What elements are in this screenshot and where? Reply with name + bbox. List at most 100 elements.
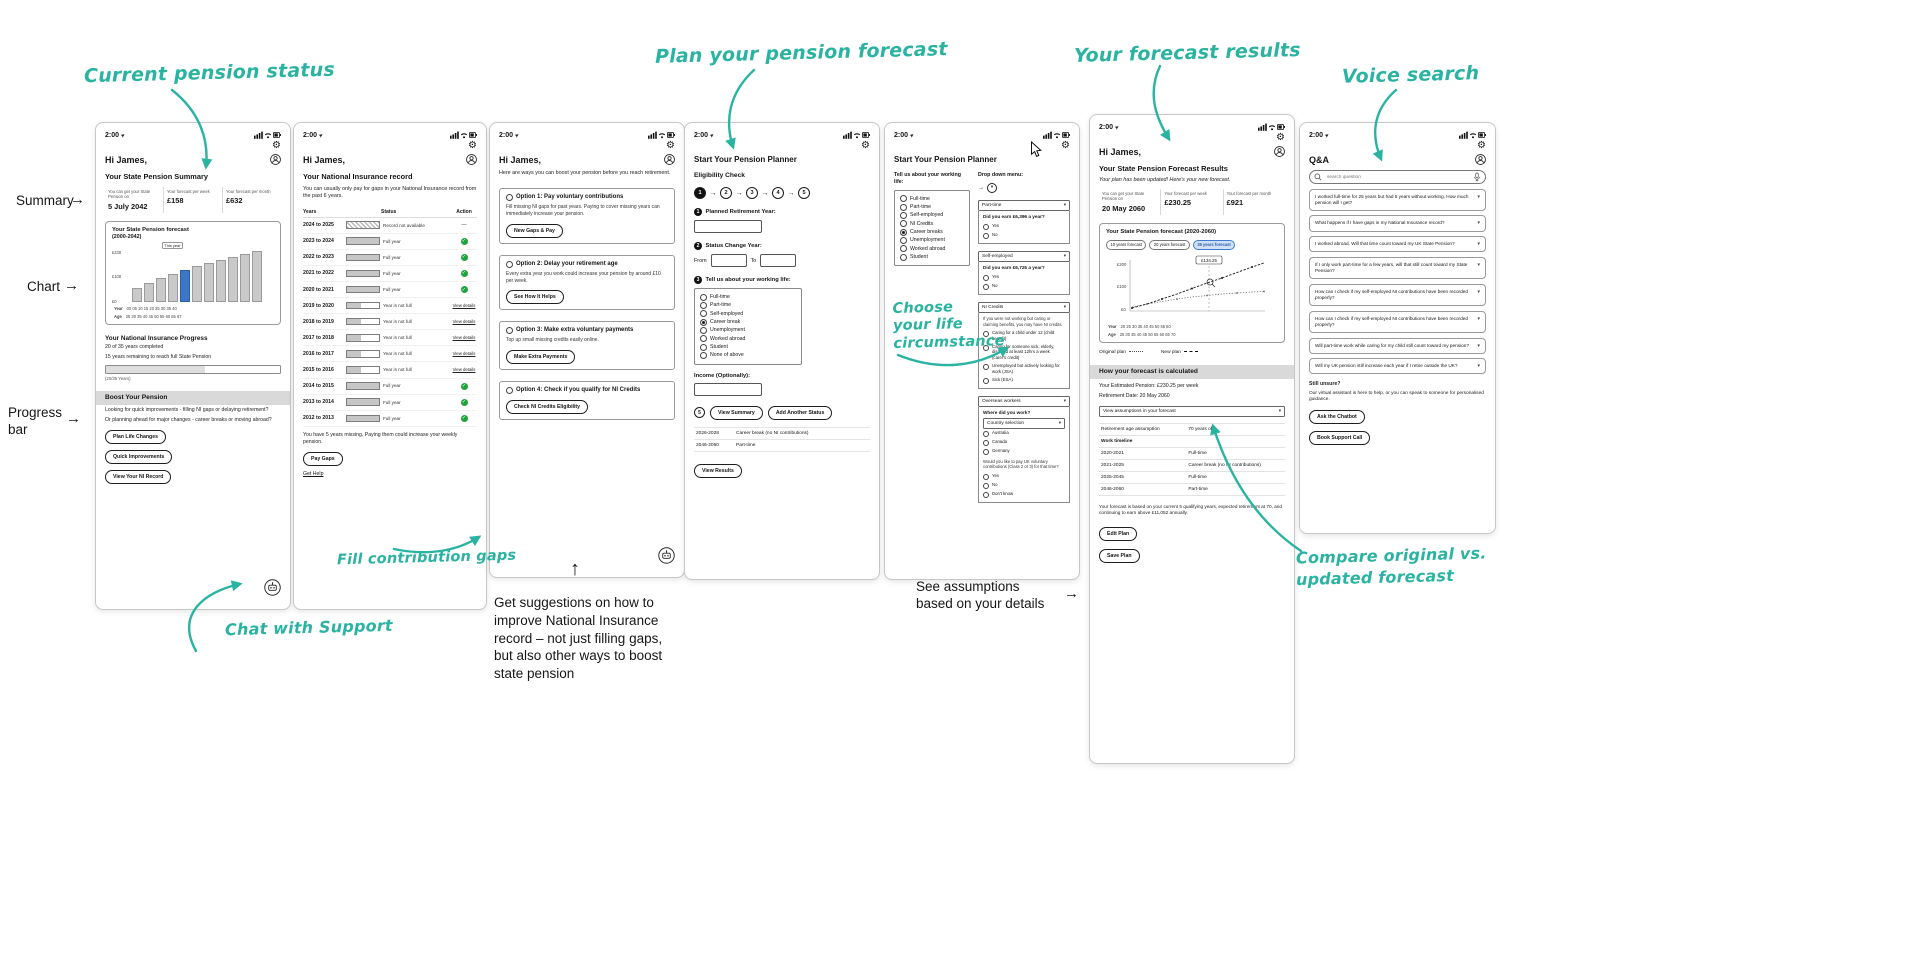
settings-gear-icon[interactable]: ⚙ xyxy=(1061,140,1070,151)
ask-chatbot-button[interactable]: Ask the Chatbot xyxy=(1309,409,1365,424)
radio-yes[interactable]: Yes xyxy=(983,273,1065,282)
radio-no[interactable]: No xyxy=(983,282,1065,291)
chip-35-years[interactable]: 35 years forecast xyxy=(1192,239,1236,250)
view-ni-record-button[interactable]: View Your NI Record xyxy=(105,469,172,484)
settings-gear-icon[interactable]: ⚙ xyxy=(1477,140,1486,151)
radio-yes[interactable]: Yes xyxy=(983,472,1065,481)
radio-worked-abroad[interactable]: Worked abroad xyxy=(700,335,796,343)
view-summary-button[interactable]: View Summary xyxy=(710,405,763,420)
check-ni-credits-button[interactable]: Check NI Credits Eligibility xyxy=(506,400,589,415)
quick-improvements-button[interactable]: Quick Improvements xyxy=(105,449,173,464)
greeting: Hi James, xyxy=(499,155,542,165)
radio-ni-credits[interactable]: NI Credits xyxy=(900,220,964,228)
question-card[interactable]: What happens if I have gaps in my Nation… xyxy=(1309,215,1486,232)
account-icon[interactable] xyxy=(1475,154,1486,165)
option-radio[interactable] xyxy=(506,194,513,202)
radio-part-time[interactable]: Part-time xyxy=(700,301,796,309)
radio-self-employed[interactable]: Self-employed xyxy=(700,310,796,318)
settings-gear-icon[interactable]: ⚙ xyxy=(272,140,281,151)
radio-esa[interactable]: Sick (ESA) xyxy=(983,376,1065,385)
radio-unemployment[interactable]: Unemployment xyxy=(700,326,796,334)
option-card-3: Option 3: Make extra voluntary payments … xyxy=(499,321,675,371)
radio-child-benefit[interactable]: Caring for a child under 12 (child benef… xyxy=(983,329,1065,343)
self-employed-select[interactable]: Self-employed▾ xyxy=(978,250,1070,262)
account-icon[interactable] xyxy=(270,154,281,165)
boost-paragraph-2: Or planning ahead for major changes - ca… xyxy=(105,416,272,423)
country-select[interactable]: Country selection▾ xyxy=(983,417,1065,429)
radio-country-australia[interactable]: Australia xyxy=(983,429,1065,438)
radio-student[interactable]: Student xyxy=(700,343,796,351)
retirement-year-input[interactable] xyxy=(694,220,762,233)
get-help-link[interactable]: Get Help xyxy=(303,470,324,477)
radio-full-time[interactable]: Full-time xyxy=(900,195,964,203)
settings-gear-icon[interactable]: ⚙ xyxy=(1276,132,1285,143)
option-radio[interactable] xyxy=(506,327,513,335)
radio-jsa[interactable]: Unemployed but actively looking for work… xyxy=(983,362,1065,376)
save-plan-button[interactable]: Save Plan xyxy=(1099,548,1140,563)
radio-self-employed[interactable]: Self-employed xyxy=(900,211,964,220)
question-card[interactable]: Will part-time work while caring for my … xyxy=(1309,337,1486,354)
view-details-link[interactable]: View details xyxy=(452,366,476,372)
question-card[interactable]: I worked full-time for 25 years but had … xyxy=(1309,188,1486,211)
from-year-input[interactable] xyxy=(710,254,747,267)
settings-gear-icon[interactable]: ⚙ xyxy=(861,140,870,151)
chart-bar xyxy=(252,250,262,302)
progress-stepper: 1→ 2→ 3→ 4→ 5 xyxy=(694,187,870,199)
ni-credits-select[interactable]: NI Credits▾ xyxy=(978,302,1070,314)
chip-20-years[interactable]: 20 years forecast xyxy=(1149,239,1190,250)
question-card[interactable]: How can I check if my self-employed NI c… xyxy=(1309,310,1486,334)
new-gaps-pay-button[interactable]: New Gaps & Pay xyxy=(506,223,563,238)
radio-no[interactable]: No xyxy=(983,231,1065,240)
ni-progress-line1: 20 of 35 years completed xyxy=(105,344,164,351)
radio-unemployment[interactable]: Unemployment xyxy=(900,236,964,244)
add-another-status-button[interactable]: Add Another Status xyxy=(767,405,833,420)
radio-none-of-above[interactable]: None of above xyxy=(700,351,796,359)
view-details-link[interactable]: View details xyxy=(452,318,476,324)
see-how-it-helps-button[interactable]: See How It Helps xyxy=(506,290,564,305)
radio-student[interactable]: Student xyxy=(900,253,964,261)
plan-life-changes-button[interactable]: Plan Life Changes xyxy=(105,429,166,444)
book-support-call-button[interactable]: Book Support Call xyxy=(1309,430,1371,445)
edit-plan-button[interactable]: Edit Plan xyxy=(1099,526,1138,541)
radio-worked-abroad[interactable]: Worked abroad xyxy=(900,245,964,253)
account-icon[interactable] xyxy=(664,154,675,165)
view-details-link[interactable]: View details xyxy=(452,302,476,308)
radio-dont-know[interactable]: Don't know xyxy=(983,490,1065,499)
settings-gear-icon[interactable]: ⚙ xyxy=(666,140,675,151)
question-card[interactable]: I worked abroad. Will that time count to… xyxy=(1309,236,1486,253)
part-time-select[interactable]: Part-time▾ xyxy=(978,199,1070,211)
radio-part-time[interactable]: Part-time xyxy=(900,203,964,211)
chat-support-icon[interactable] xyxy=(264,579,281,596)
radio-career-break[interactable]: Career break xyxy=(700,318,796,326)
radio-country-germany[interactable]: Germany xyxy=(983,447,1065,456)
radio-country-canada[interactable]: Canada xyxy=(983,438,1065,447)
view-results-button[interactable]: View Results xyxy=(694,463,742,478)
radio-full-time[interactable]: Full-time xyxy=(700,293,796,301)
voice-search-mic-icon[interactable] xyxy=(1473,172,1481,182)
question-search-bar[interactable] xyxy=(1309,170,1486,184)
question-card[interactable]: How can I check if my self-employed NI c… xyxy=(1309,283,1486,307)
chat-support-icon[interactable] xyxy=(658,547,675,564)
status-entry-row: 2026-2028 Career break (no NI contributi… xyxy=(694,428,870,440)
overseas-workers-select[interactable]: Overseas workers▾ xyxy=(978,395,1070,407)
question-card[interactable]: If I only work part-time for a few years… xyxy=(1309,256,1486,280)
option-radio[interactable] xyxy=(506,260,513,268)
view-details-link[interactable]: View details xyxy=(452,350,476,356)
to-year-input[interactable] xyxy=(760,254,797,267)
income-input[interactable] xyxy=(694,382,762,396)
table-row: 2015 to 2016 Year is not full View detai… xyxy=(303,362,477,379)
option-radio[interactable] xyxy=(506,387,513,395)
question-card[interactable]: Will my UK pension still increase each y… xyxy=(1309,358,1486,375)
assumptions-select[interactable]: View assumptions in your forecast▾ xyxy=(1099,405,1285,417)
radio-no[interactable]: No xyxy=(983,481,1065,490)
make-extra-payments-button[interactable]: Make Extra Payments xyxy=(506,350,576,365)
chip-10-years[interactable]: 10 years forecast xyxy=(1106,239,1147,250)
account-icon[interactable] xyxy=(1274,146,1285,157)
search-input[interactable] xyxy=(1325,173,1470,181)
pay-gaps-button[interactable]: Pay Gaps xyxy=(303,451,343,466)
radio-career-breaks[interactable]: Career breaks xyxy=(900,228,964,236)
settings-gear-icon[interactable]: ⚙ xyxy=(468,140,477,151)
account-icon[interactable] xyxy=(466,154,477,165)
radio-yes[interactable]: Yes xyxy=(983,222,1065,231)
view-details-link[interactable]: View details xyxy=(452,334,476,340)
